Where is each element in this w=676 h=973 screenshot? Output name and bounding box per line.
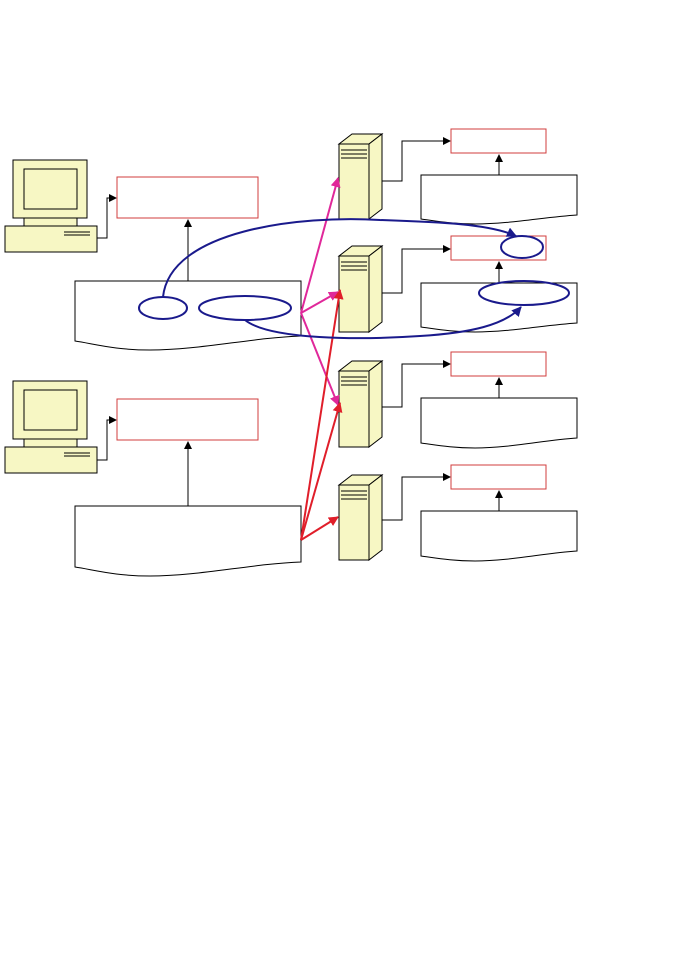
server-4-document-shape <box>420 510 578 562</box>
highlight-ellipse-server2-doc <box>478 280 570 306</box>
server-3-document-shape <box>420 397 578 449</box>
client-2-label-box <box>116 398 259 441</box>
highlight-ellipse-server2-label <box>500 235 544 259</box>
desktop-computer-icon <box>4 159 98 253</box>
link-client1-server1 <box>300 177 341 314</box>
server-1-label-box <box>450 128 547 154</box>
client-computer-1 <box>4 159 117 253</box>
client-computer-2 <box>4 380 117 474</box>
link-client1-server3 <box>300 312 340 406</box>
server-4-label-box <box>450 464 547 490</box>
link-client1-server2 <box>300 291 339 314</box>
link-client2-server2 <box>300 289 344 541</box>
server-tower-icon <box>337 473 384 562</box>
link-client2-server3 <box>300 402 343 541</box>
server-2-label-box <box>450 235 547 261</box>
client-1-document-shape <box>74 280 302 351</box>
server-tower-icon <box>337 132 384 221</box>
server-2-document-shape <box>420 282 578 333</box>
server-4 <box>337 473 451 562</box>
client-2-document-shape <box>74 505 302 577</box>
navy-link-lower <box>244 306 522 340</box>
client-1-label-box <box>116 176 259 219</box>
server-3 <box>337 359 451 449</box>
server-1 <box>337 132 451 221</box>
server-1-document-shape <box>420 174 578 225</box>
client-1-connector <box>97 194 117 239</box>
server-3-label-box <box>450 351 547 377</box>
link-client2-server4 <box>300 516 339 541</box>
client-2-connector <box>97 416 117 461</box>
server-tower-icon <box>337 359 384 449</box>
navy-link-upper <box>162 218 517 298</box>
server-tower-icon <box>337 244 384 334</box>
desktop-computer-icon <box>4 380 98 474</box>
